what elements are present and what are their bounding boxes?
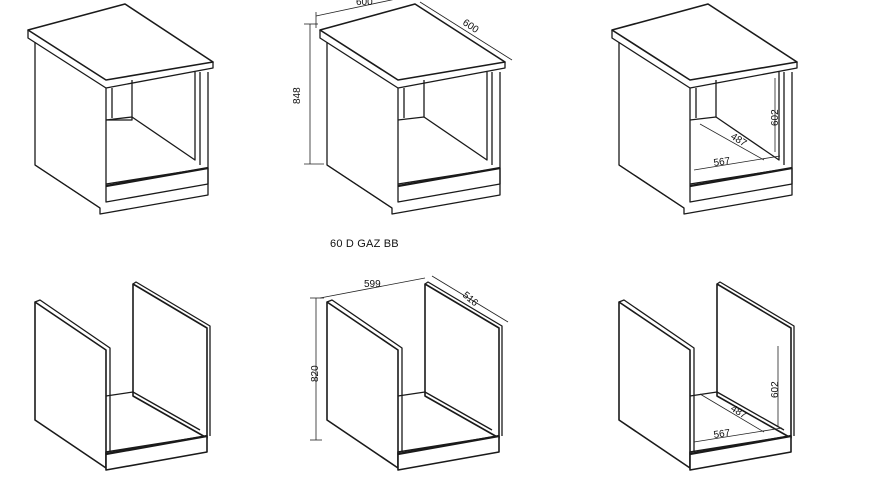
side-panel-right <box>132 283 208 439</box>
width-dim-label: 599 <box>364 279 381 290</box>
depth-dimension-line <box>419 1 513 61</box>
depth-dimension-line <box>431 275 509 323</box>
side-panel-left <box>618 301 691 469</box>
height-dim-label: 820 <box>310 365 321 382</box>
oven-height-label: 602 <box>770 109 781 126</box>
worktop <box>611 3 798 81</box>
oven-width-label: 567 <box>713 156 731 169</box>
model-label: 60 D GAZ BB <box>330 238 399 250</box>
cabinet-with-top-oven-dims: 487 567 602 <box>611 3 798 215</box>
side-panel-right <box>716 283 792 439</box>
carcass-open-oven-dims: 487 567 602 <box>618 281 795 471</box>
carcass-open-dimensioned: 599 516 820 <box>310 275 509 471</box>
worktop <box>319 3 506 81</box>
cabinet-with-top-plain <box>27 3 214 215</box>
oven-height-label: 602 <box>770 381 781 398</box>
side-panel-left <box>326 301 399 469</box>
carcass-open-plain <box>34 281 211 471</box>
width-dimension-line <box>319 277 426 299</box>
oven-depth-label: 487 <box>728 131 748 149</box>
side-panel-left <box>34 301 107 469</box>
cabinet-with-top-dimensioned: 600 600 848 <box>292 0 513 215</box>
height-dim-label: 848 <box>292 87 303 104</box>
worktop <box>27 3 214 81</box>
plinth-front <box>105 167 209 203</box>
oven-width-label: 567 <box>713 428 731 441</box>
side-panel-right <box>424 283 500 439</box>
width-dim-label: 600 <box>356 0 373 8</box>
depth-dim-label: 600 <box>460 17 480 36</box>
width-dimension-line <box>315 0 394 17</box>
plinth-front <box>105 435 208 471</box>
